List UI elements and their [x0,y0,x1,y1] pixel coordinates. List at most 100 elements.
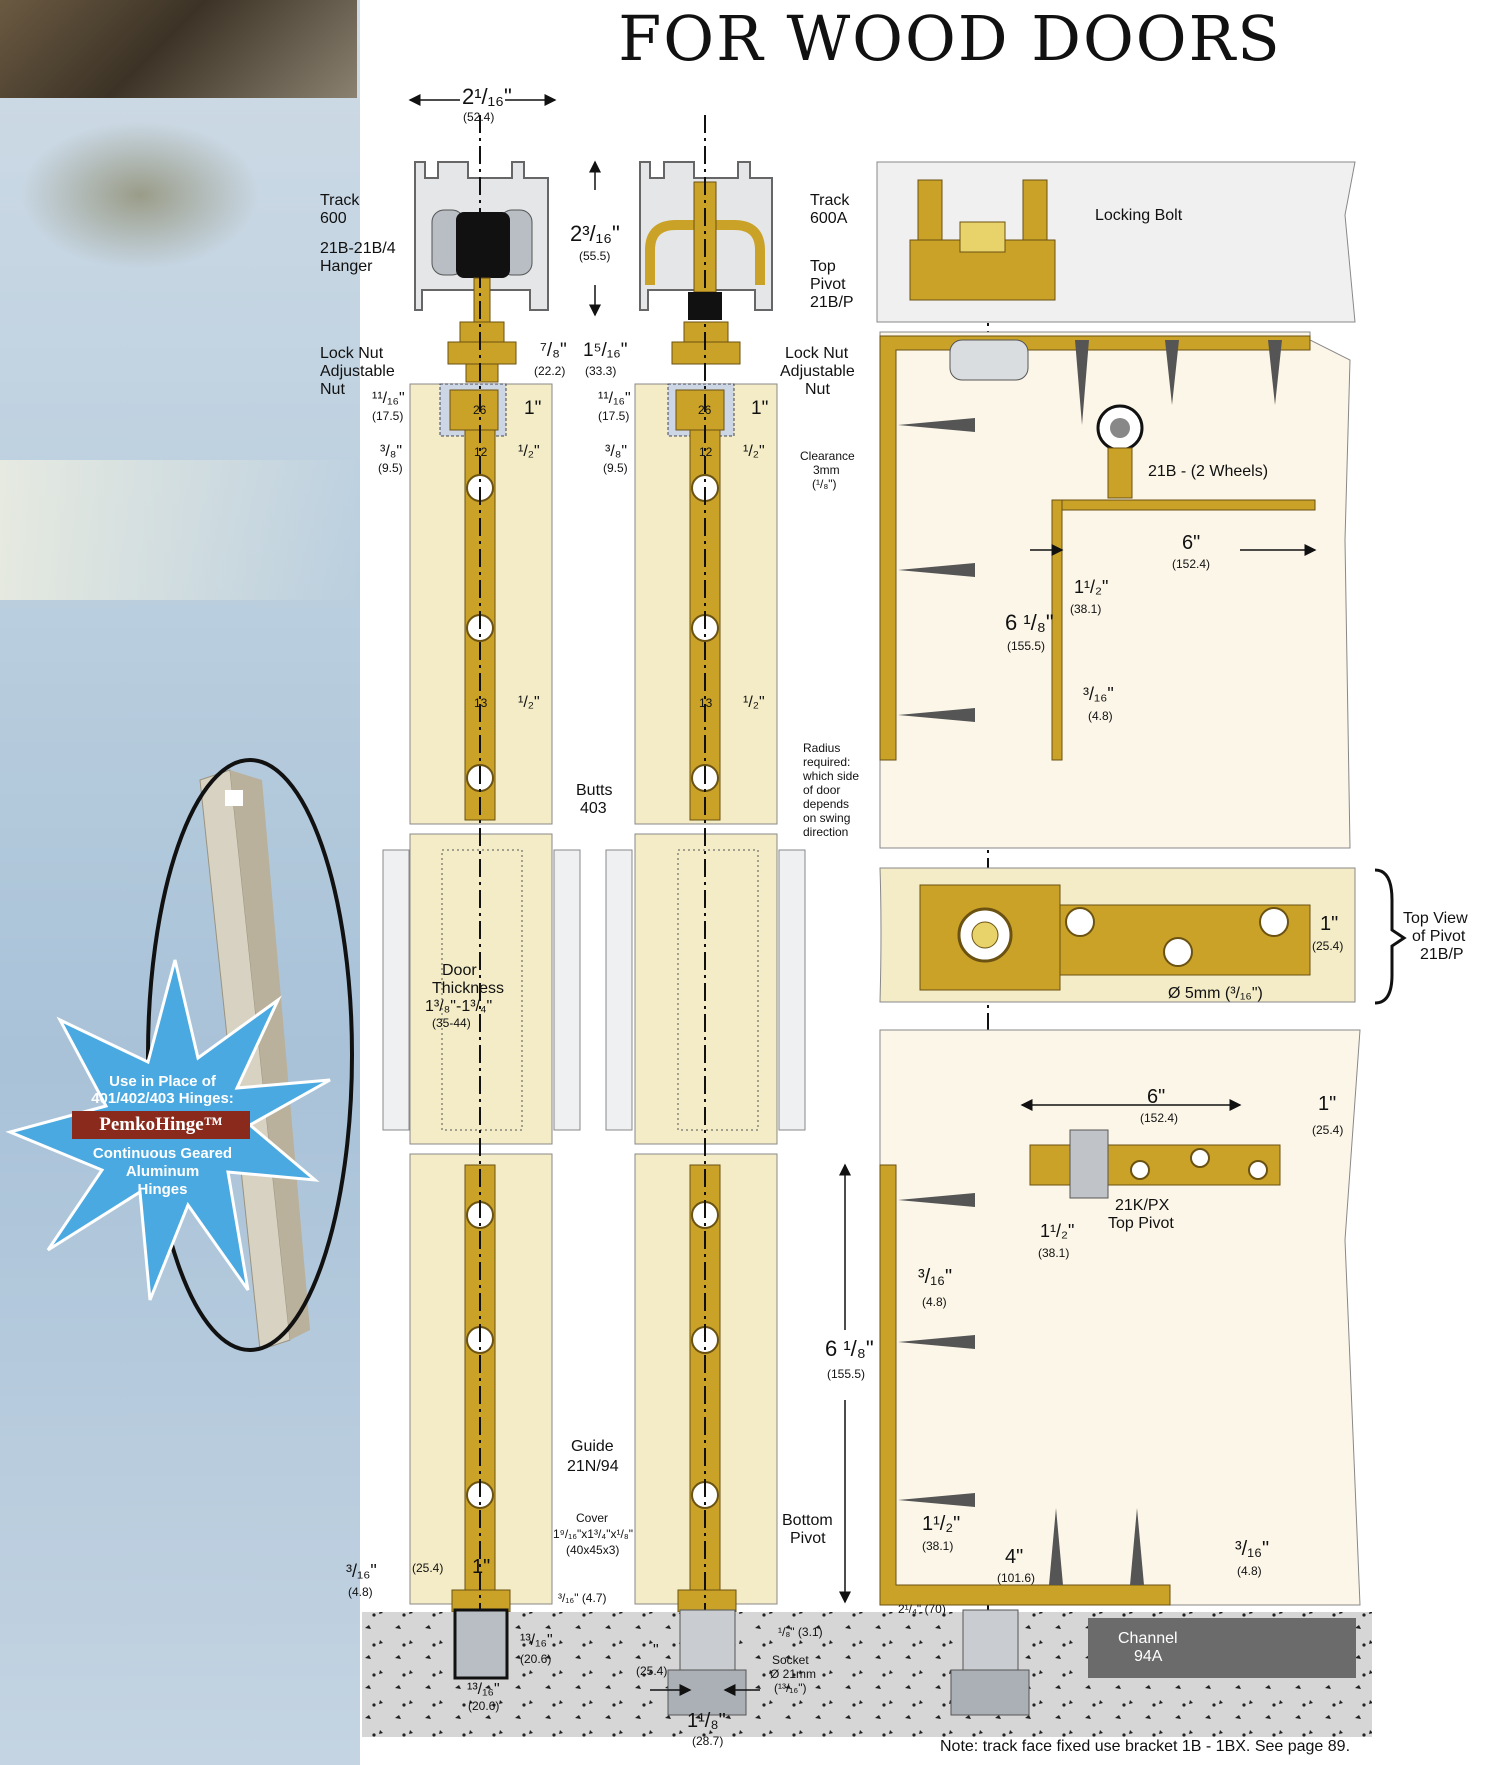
dim-3-8-left-mm: (9.5) [378,461,403,475]
promo-line5: Hinges [137,1181,188,1198]
label-door-thickness-range: 1³/₈"-1³/₄" [425,998,493,1015]
label-cover: Cover [576,1511,609,1525]
dim-3-16-top: ³/₁₆" [1083,684,1114,704]
label-radius-2: required: [803,755,851,769]
label-channel-model: 94A [1134,1648,1163,1665]
dim-6-1-8-bottom: 6 ¹/₈" [825,1336,874,1361]
label-bottom: Bottom [782,1512,833,1529]
background-panel [0,0,360,1765]
page-title: FOR WOOD DOORS [618,2,1282,75]
label-guide: Guide [571,1438,614,1455]
interior-photo [0,0,357,98]
dim-1-1-2-bottom: 1¹/₂" [922,1513,961,1535]
label-21b-wheels: 21B - (2 Wheels) [1148,463,1269,480]
label-radius-1: Radius [803,741,841,755]
dim-6in-bottom: 6" [1147,1086,1166,1108]
dim-11-16-left: ¹¹/₁₆" [372,390,405,407]
dim-1-5-16-mm: (33.3) [585,364,617,378]
dim-half-left-1: ¹/₂" [518,443,540,460]
background-blur [0,460,360,600]
label-top-pivot: Top [810,258,836,275]
label-top-view: Top View [1403,910,1468,927]
label-socket-diameter: Ø 21mm [770,1667,817,1681]
label-top-pivot-model: 21B/P [810,294,854,311]
label-adjustable-left: Adjustable [320,363,395,380]
dim-11-16-right-mm: (17.5) [598,409,630,423]
dim-1in-top-view-mm: (25.4) [1312,939,1344,953]
label-butts-number: 403 [580,800,607,817]
dim-half-left-2: ¹/₂" [518,694,540,711]
elevation-track-600a [639,161,773,365]
dim-1in-bottom: 1" [472,1556,491,1578]
dim-1-1-2-mid: 1¹/₂" [1040,1221,1075,1241]
promo-line2: 401/402/403 Hinges: [91,1090,234,1107]
promo-line3: Continuous Geared [92,1145,233,1162]
dim-1in-bottom-right: 1" [1318,1093,1337,1115]
dim-11-16-left-mm: (17.5) [372,409,404,423]
dim-12-right: 12 [699,445,713,459]
dim-25-4-left: (25.4) [412,1561,444,1575]
dim-7-8: ⁷/₈" [540,340,567,361]
label-clearance-inch: (¹/₈") [812,477,837,491]
label-lock-nut-right: Lock Nut [785,345,849,362]
floor-section [362,1608,1372,1737]
dim-1-1-2-mid-mm: (38.1) [1038,1246,1070,1260]
dim-1-1-2-top: 1¹/₂" [1074,577,1109,597]
dim-13-16-horizontal-mm: (20.6) [468,1699,500,1713]
label-of-pivot: of Pivot [1412,928,1466,945]
label-clearance: Clearance [800,449,855,463]
label-guide-model: 21N/94 [567,1458,619,1475]
dim-6-1-8-top-mm: (155.5) [1007,639,1046,653]
label-lock-nut-left: Lock Nut [320,345,384,362]
dim-7-8-mm: (22.2) [534,364,566,378]
label-door: Door [442,962,477,979]
dim-3-16-bottom-right-mm: (4.8) [1237,1564,1262,1578]
elevation-track-600 [414,161,549,383]
dim-1-5-16: 1⁵/₁₆" [583,340,628,361]
dim-1in-left: 1" [524,398,542,419]
label-hanger-model: 21B-21B/4 [320,240,396,257]
label-cover-mm: (40x45x3) [566,1543,620,1557]
screw-heads-left [466,474,494,1509]
dim-1-1-2-bottom-mm: (38.1) [922,1539,954,1553]
dim-4in-mm: (101.6) [997,1571,1036,1585]
footnote: Note: track face fixed use bracket 1B - … [940,1738,1351,1755]
label-hanger: Hanger [320,258,373,275]
label-top-view-model: 21B/P [1420,946,1464,963]
label-radius-7: direction [803,825,849,839]
background-blur [20,120,260,270]
label-nut-right: Nut [805,381,830,398]
label-radius-6: on swing [803,811,851,825]
dim-2-1-4: 2¹/₄" (70) [898,1602,946,1616]
label-locking-bolt: Locking Bolt [1095,207,1183,224]
label-socket: Socket [772,1653,809,1667]
dim-3-16-mid-mm: (4.8) [922,1295,947,1309]
label-top-pivot-2: Pivot [810,276,846,293]
label-21kpx-top-pivot: Top Pivot [1108,1215,1174,1232]
dim-11-16-right: ¹¹/₁₆" [598,390,631,407]
dim-width-track-mm: (52.4) [463,110,495,124]
wood-screws [898,340,1282,1585]
label-radius-3: which side [803,769,860,783]
dim-13-16-horizontal: ¹³/₁₆" [467,1681,500,1698]
label-track-600a: Track [810,192,850,209]
dim-6in-top-mm: (152.4) [1172,557,1211,571]
dim-1-1-8: 1¹/₈" [687,1710,726,1732]
label-door-thickness-mm: (35-44) [432,1016,471,1030]
label-track-600: Track [320,192,360,209]
dim-1in-top-view: 1" [1320,913,1339,935]
dim-half-right-1: ¹/₂" [743,443,765,460]
dim-25-4-bottom: (25.4) [636,1664,668,1678]
dim-width-track: 2¹/₁₆" [462,84,512,109]
label-nut-left: Nut [320,381,345,398]
label-pivot: Pivot [790,1530,826,1547]
dim-half-right-2: ¹/₂" [743,694,765,711]
dim-13-16-vertical-mm: (20.6) [520,1652,552,1666]
dim-3-8-right-mm: (9.5) [603,461,628,475]
dim-13-16-vertical: ¹³/₁₆" [520,1632,553,1649]
dim-6-1-8-top: 6 ¹/₈" [1005,610,1054,635]
dim-height-track-mm: (55.5) [579,249,611,263]
top-view-brace [1374,868,1407,1005]
dim-3-16-bottom-left-mm: (4.8) [348,1585,373,1599]
label-butts: Butts [576,782,613,799]
